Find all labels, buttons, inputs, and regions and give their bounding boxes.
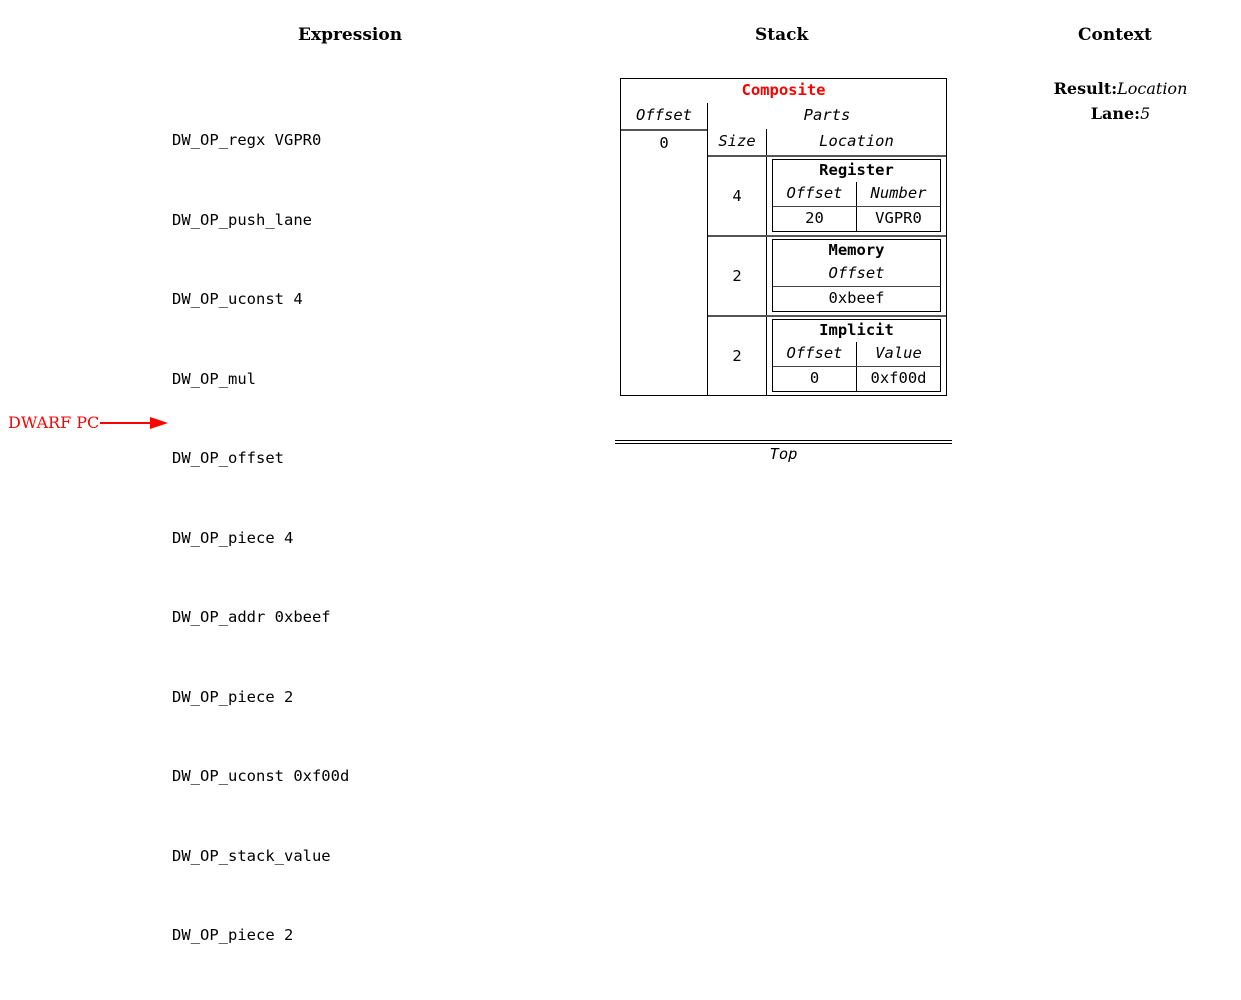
location-box-implicit: Implicit Offset Value 0 0xf00d [772, 319, 941, 392]
location-kind: Memory [828, 241, 885, 259]
stack-base-rule [615, 440, 952, 444]
context-row-lane: Lane:5 [1000, 101, 1241, 126]
stack-location-header: Location [819, 132, 894, 150]
stack-parts-column: Parts Size Location 4 Register Offset Nu… [708, 103, 946, 395]
expression-line: DW_OP_offset [172, 449, 284, 467]
expression-line: DW_OP_piece 4 [172, 528, 294, 547]
stack-part-size: 2 [708, 317, 767, 395]
stack-offset-column: Offset 0 [621, 103, 708, 395]
expression-line: DW_OP_push_lane [172, 210, 312, 229]
location-kind: Register [819, 161, 894, 179]
expression-line: DW_OP_piece 2 [172, 926, 294, 944]
stack-parts-subheader: Size Location [708, 129, 946, 157]
expression-line: DW_OP_piece 2 [172, 687, 294, 706]
context-panel: Result:Location Lane:5 [1000, 76, 1241, 126]
stack-offset-filler [621, 157, 707, 395]
location-column-header: Number [870, 184, 927, 202]
location-values: 0 0xf00d [773, 367, 940, 391]
stack-part-size: 2 [708, 237, 767, 315]
arrow-right-icon [100, 415, 169, 431]
stack-table: Composite Offset 0 Parts Size Location 4… [620, 78, 947, 396]
expression-line: DW_OP_addr 0xbeef [172, 608, 331, 626]
location-value: VGPR0 [875, 209, 922, 227]
location-column-header: Value [875, 344, 922, 362]
stack-part-row: 2 Memory Offset 0xbeef [708, 237, 946, 317]
dwarf-pc-marker: DWARF PC [8, 413, 169, 432]
stack-part-location: Register Offset Number 20 VGPR0 [767, 157, 946, 235]
location-values: 20 VGPR0 [773, 207, 940, 231]
location-column-header: Offset [773, 342, 857, 366]
context-value: 5 [1140, 104, 1151, 123]
stack-part-size: 4 [708, 157, 767, 235]
location-value: 0xbeef [828, 289, 885, 307]
stack-part-location: Implicit Offset Value 0 0xf00d [767, 317, 946, 395]
context-key: Lane: [1090, 104, 1141, 123]
expression-line: DW_OP_uconst 4 [172, 290, 303, 308]
location-kind: Implicit [819, 321, 894, 339]
location-values: 0xbeef [773, 287, 940, 311]
expression-line: DW_OP_uconst 0xf00d [172, 767, 350, 785]
page-title-expression: Expression [298, 25, 403, 45]
expression-listing: DW_OP_regx VGPR0 DW_OP_push_lane DW_OP_u… [172, 74, 349, 1000]
composite-title: Composite [741, 81, 826, 99]
dwarf-pc-label: DWARF PC [8, 413, 100, 432]
stack-offset-value: 0 [659, 134, 669, 152]
stack-part-row: 4 Register Offset Number 20 VGPR0 [708, 157, 946, 237]
location-column-header: Offset [828, 264, 885, 282]
stack-parts-header: Parts [803, 106, 851, 124]
expression-line: DW_OP_stack_value [172, 846, 331, 865]
location-column-headers: Offset [773, 262, 940, 287]
location-box-register: Register Offset Number 20 VGPR0 [772, 159, 941, 232]
location-column-headers: Offset Value [773, 342, 940, 367]
location-value: 0 [773, 367, 857, 391]
expression-line: DW_OP_regx VGPR0 [172, 131, 322, 149]
context-key: Result: [1053, 79, 1118, 98]
location-box-memory: Memory Offset 0xbeef [772, 239, 941, 312]
location-column-header: Offset [773, 182, 857, 206]
stack-part-row: 2 Implicit Offset Value 0 0xf00d [708, 317, 946, 395]
stack-offset-header: Offset [621, 103, 707, 131]
stack-part-location: Memory Offset 0xbeef [767, 237, 946, 315]
stack-size-header: Size [708, 129, 767, 155]
stack-top-label: Top [769, 445, 798, 463]
location-value: 20 [773, 207, 857, 231]
location-value: 0xf00d [870, 369, 927, 387]
context-value: Location [1117, 79, 1188, 98]
page-title-stack: Stack [755, 25, 809, 45]
page-title-context: Context [1078, 25, 1152, 45]
context-row-result: Result:Location [1000, 76, 1241, 101]
expression-line: DW_OP_mul [172, 369, 256, 388]
stack-body: Offset 0 Parts Size Location 4 Register … [621, 103, 946, 395]
location-column-headers: Offset Number [773, 182, 940, 207]
